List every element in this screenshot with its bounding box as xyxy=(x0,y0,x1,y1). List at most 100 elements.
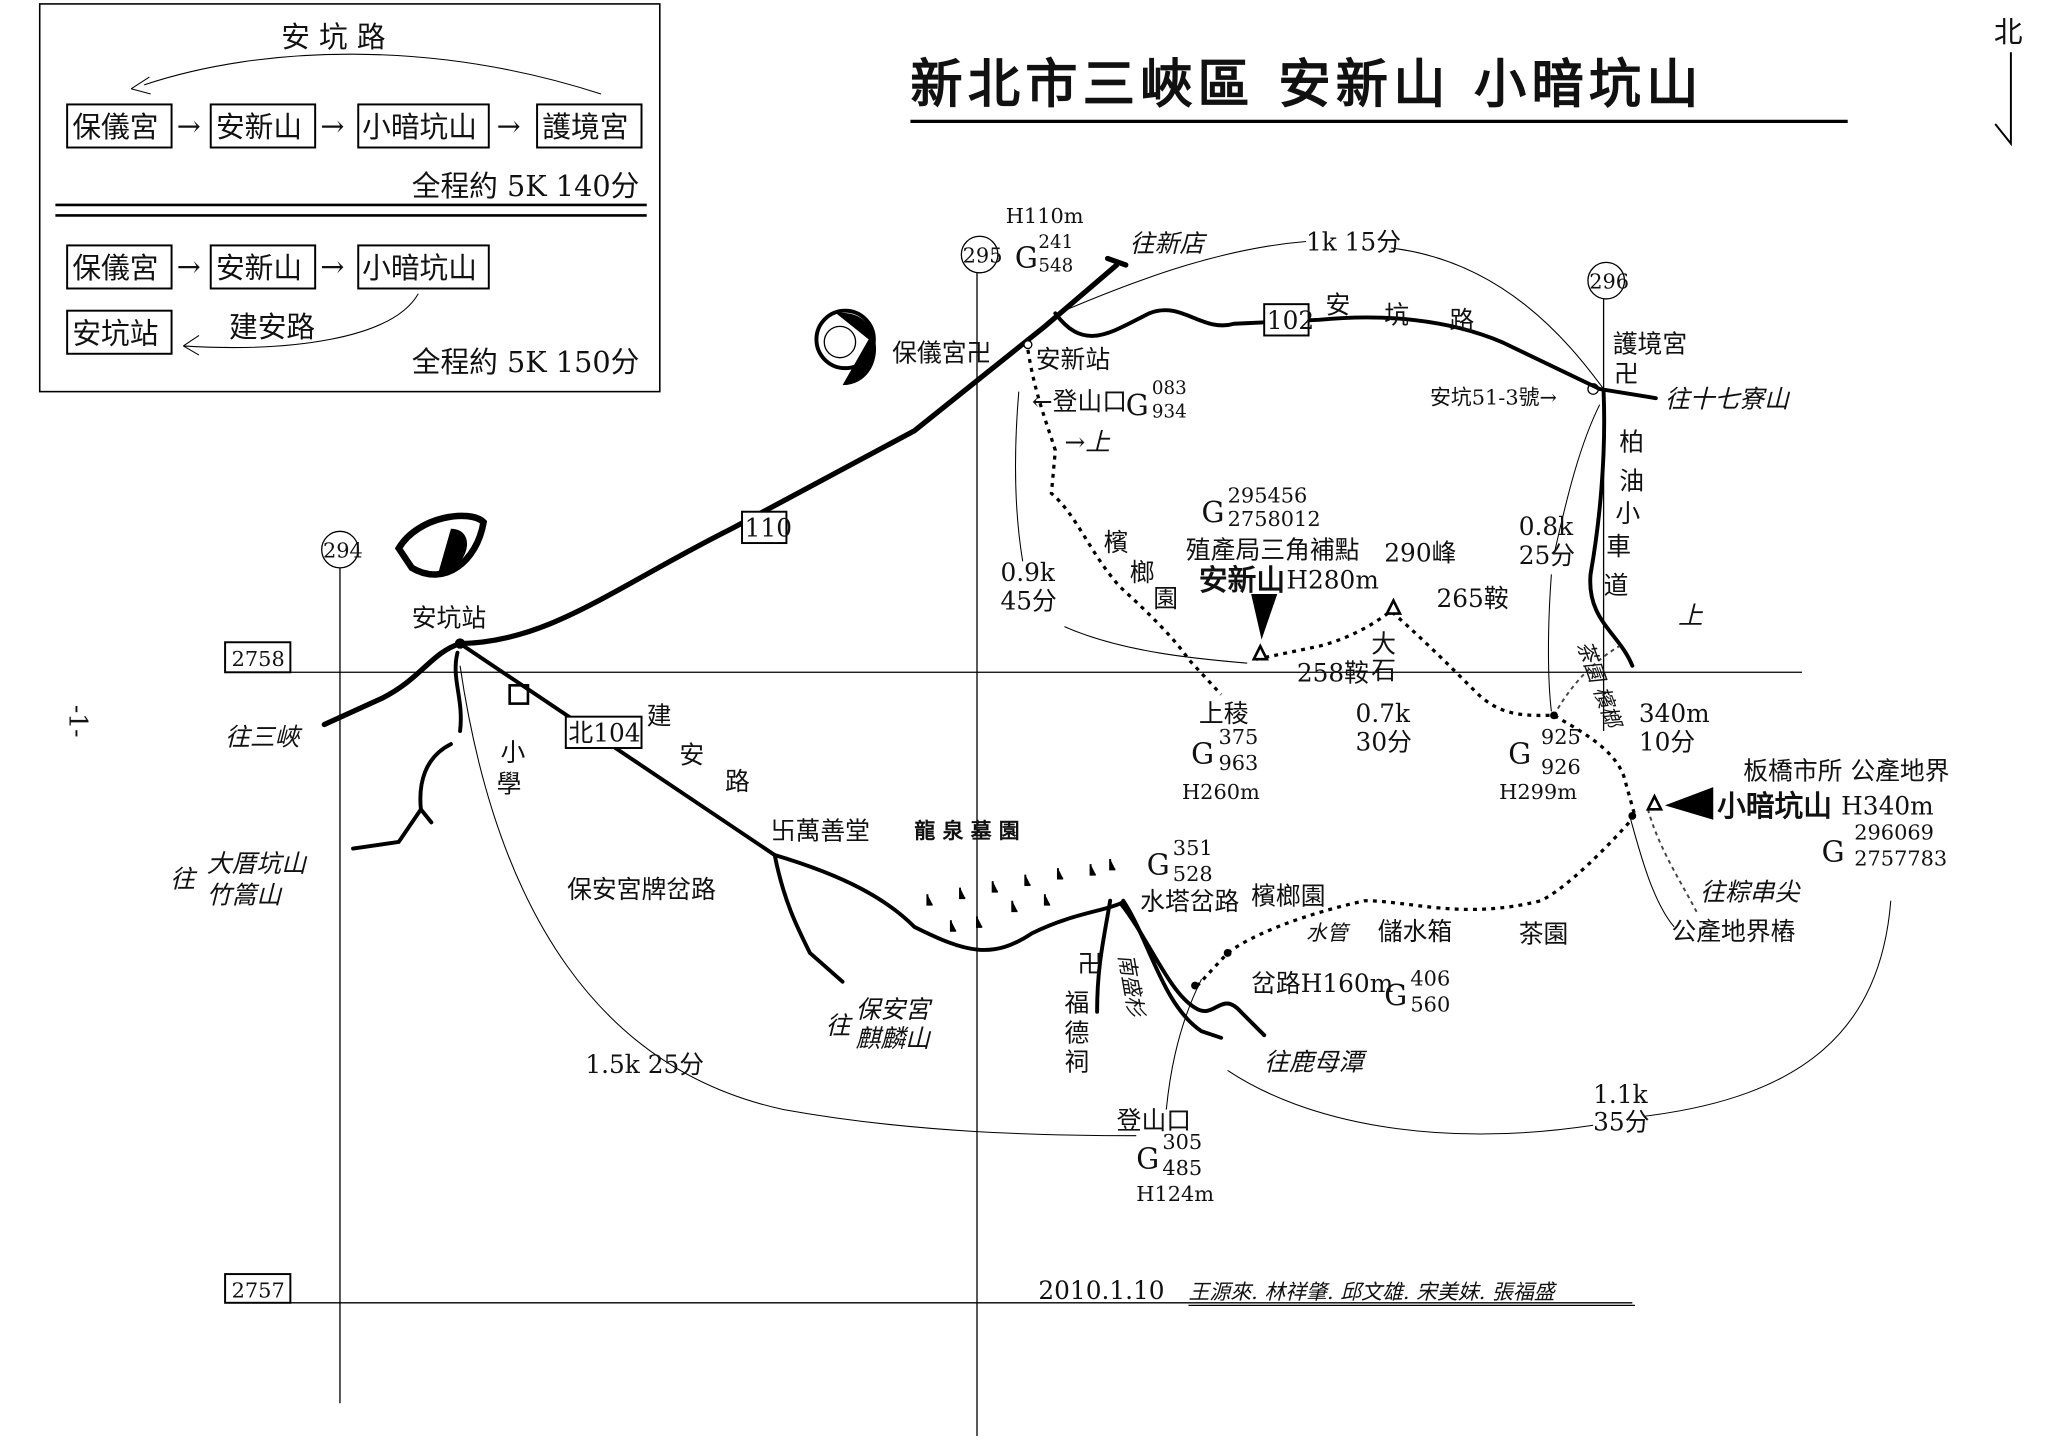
direction-label: 上 xyxy=(1678,601,1704,630)
place-label: 南盛杉 xyxy=(1114,952,1149,1020)
place-label: 大 xyxy=(1371,630,1396,659)
direction-label: 往 xyxy=(826,1011,854,1040)
waypoint xyxy=(1223,949,1232,957)
direction-label: 往三峽 xyxy=(225,722,303,751)
gps-coord: 485 xyxy=(1162,1156,1202,1180)
legend-summary: 全程約 5K 150分 xyxy=(412,345,640,379)
gps-g: G xyxy=(1147,848,1170,882)
distance-label: 1.1k xyxy=(1593,1080,1648,1109)
place-label: 學 xyxy=(497,769,522,798)
gps-g: G xyxy=(1126,388,1149,422)
gps-coord: 406 xyxy=(1410,967,1450,991)
station-marker xyxy=(454,638,466,649)
place-label: 護境宮 xyxy=(1613,329,1687,358)
gps-coord: 926 xyxy=(1541,755,1581,779)
legend-stop-box xyxy=(536,103,643,149)
direction-sign-icon xyxy=(814,308,877,386)
road-name: 坑 xyxy=(1384,301,1409,330)
gps-g: G xyxy=(1136,1141,1159,1175)
place-label: 茶園 檳榔 xyxy=(1572,638,1626,734)
direction-label: →上 xyxy=(1064,427,1111,456)
legend-stop: 安新山 xyxy=(216,110,302,144)
direction-label: 往粽串尖 xyxy=(1700,878,1801,907)
map-title: 新北市三峽區 安新山 小暗坑山 xyxy=(910,54,1703,115)
grid-label-y: 2757 xyxy=(232,1279,285,1303)
road-102-box xyxy=(1263,303,1310,337)
grave-markers xyxy=(926,858,1116,932)
place-label: 石 xyxy=(1371,656,1396,685)
summit-flag-icon xyxy=(1251,593,1278,640)
road-104-label: 北104 xyxy=(568,718,640,747)
distance-arcs xyxy=(459,240,1892,1137)
north-arrow-icon xyxy=(1994,52,2012,147)
place-label: 290峰 xyxy=(1384,538,1456,567)
place-label: ←登山口 xyxy=(1032,387,1127,416)
school-icon xyxy=(508,684,530,705)
legend-stop: 保儀宮 xyxy=(72,251,158,285)
gps-coord: 241 xyxy=(1038,232,1073,253)
place-label: 水管 xyxy=(1306,921,1351,945)
summit-flag-icon xyxy=(1664,787,1714,820)
legend-arc xyxy=(183,293,419,356)
place-label: 小 xyxy=(501,738,526,767)
summit-triangle-icon xyxy=(1645,793,1664,811)
direction-label: 往新店 xyxy=(1130,229,1208,258)
hiking-trail xyxy=(1026,349,1699,990)
summit-triangle-icon xyxy=(1251,643,1269,661)
road-name: 安 xyxy=(1326,290,1351,319)
summit-name: 安新山 xyxy=(1199,563,1285,597)
place-label: 安坑51-3號→ xyxy=(1430,386,1557,410)
distance-label: 35分 xyxy=(1593,1107,1649,1136)
arrow-icon: → xyxy=(497,109,521,143)
road-110-box xyxy=(741,510,788,545)
arrow-icon: → xyxy=(177,250,201,284)
distance-label: 0.9k xyxy=(1001,558,1056,587)
route-legend: 安 坑 路 保儀宮 → 安新山 → 小暗坑山 → 護境宮 全程約 5K 140分… xyxy=(38,3,661,393)
direction-label: 往 xyxy=(170,865,198,894)
legend-stop-box xyxy=(357,244,490,290)
place-label: 258鞍 xyxy=(1297,658,1369,687)
gps-coord: 083 xyxy=(1152,378,1187,399)
gps-coord: 375 xyxy=(1219,725,1259,749)
place-label: 檳榔園 xyxy=(1251,882,1325,911)
distance-label: 0.8k xyxy=(1519,512,1574,541)
legend-road-label: 建安路 xyxy=(229,310,315,344)
legend-summary: 全程約 5K 140分 xyxy=(412,169,640,203)
place-labels: 保儀宮卍 安新站 H110m G 241 548 往新店 1k 15分 ←登山口… xyxy=(170,204,1949,1206)
waypoint xyxy=(1628,811,1637,820)
direction-label: 麒麟山 xyxy=(856,1024,933,1053)
legend-stop-box xyxy=(66,244,173,290)
place-label: 祠 xyxy=(1064,1047,1089,1076)
gps-coord: 528 xyxy=(1173,862,1213,886)
road-102-label: 102 xyxy=(1267,306,1314,335)
gps-coord: 934 xyxy=(1152,402,1187,423)
gps-coord: 560 xyxy=(1410,993,1450,1017)
road-name: 路 xyxy=(1450,306,1475,335)
legend-road-label: 安 坑 路 xyxy=(281,20,385,54)
place-label: 德 xyxy=(1064,1019,1089,1048)
distance-label: 10分 xyxy=(1639,728,1695,757)
place-label: 儲水箱 xyxy=(1378,917,1452,946)
legend-stop: 護境宮 xyxy=(542,110,628,144)
place-label: 水塔岔路 xyxy=(1140,887,1239,916)
coordinate-grid: 295 294 296 2758 2757 xyxy=(224,235,1803,1436)
road-name: 安 xyxy=(679,741,704,770)
distance-label: 30分 xyxy=(1356,728,1412,757)
house-icon xyxy=(1587,383,1600,395)
distance-label: 25分 xyxy=(1519,541,1575,570)
place-label: 卐萬善堂 xyxy=(771,816,870,845)
place-label: 茶園 xyxy=(1519,920,1569,949)
survey-date: 2010.1.10 xyxy=(1038,1276,1164,1305)
place-label: 榔 xyxy=(1130,558,1155,587)
gps-coord: 963 xyxy=(1219,751,1259,775)
direction-sign-icon xyxy=(394,512,488,578)
road-name: 路 xyxy=(725,767,750,796)
temple-icon: 卍 xyxy=(1614,359,1639,388)
page-number: -1- xyxy=(64,705,93,738)
legend-stop-box xyxy=(357,103,490,149)
gps-coord: 305 xyxy=(1162,1130,1202,1154)
place-label: 保儀宮卍 xyxy=(892,339,991,368)
gps-coord: 2757783 xyxy=(1854,846,1947,870)
legend-arc xyxy=(143,53,602,95)
